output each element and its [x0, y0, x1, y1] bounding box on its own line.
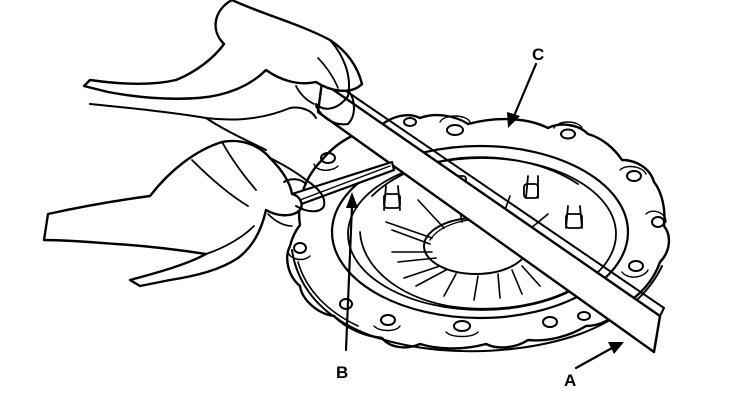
leader-line-c — [512, 62, 538, 118]
callout-label-a: A — [564, 371, 576, 390]
leader-lines — [344, 62, 624, 370]
callout-labels: C B A — [336, 45, 576, 390]
callout-label-b: B — [336, 363, 348, 382]
arrowhead-b — [346, 192, 358, 208]
arrowhead-a — [608, 342, 624, 354]
callout-label-c: C — [532, 45, 544, 64]
straight-edge — [316, 79, 665, 354]
leader-line-a — [574, 346, 614, 370]
hands — [42, 0, 364, 288]
arrowhead-c — [507, 112, 520, 128]
leader-line-b — [344, 204, 354, 352]
